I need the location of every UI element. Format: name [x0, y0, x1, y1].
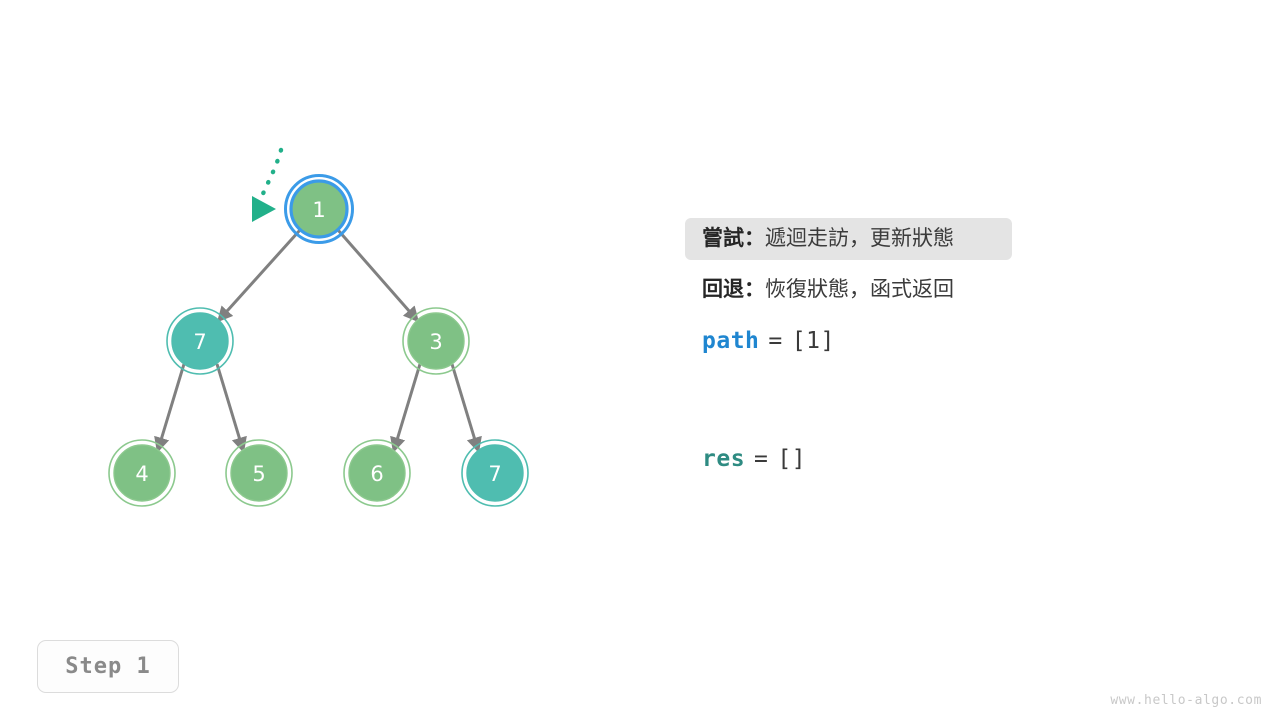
res-value: []	[777, 446, 807, 472]
edge-1-to-3	[336, 229, 420, 323]
tree-nodes: 1 7 3 4	[108, 174, 529, 507]
tree-node-1[interactable]: 1	[284, 174, 354, 244]
tree-node-7-right[interactable]: 7	[461, 439, 529, 507]
edge-1-to-7	[216, 228, 302, 323]
edge-3-to-6	[390, 363, 422, 453]
res-variable: res	[702, 446, 746, 472]
try-line-highlight	[685, 218, 1012, 260]
path-value: [1]	[791, 328, 835, 354]
path-variable: path	[702, 328, 760, 354]
traversal-pointer-icon	[252, 147, 284, 222]
tree-node-6[interactable]: 6	[343, 439, 411, 507]
res-code-line: res = []	[702, 448, 806, 471]
binary-tree-diagram: 1 7 3 4	[108, 147, 529, 507]
tree-node-1-label: 1	[312, 198, 325, 222]
tree-node-3-label: 3	[429, 330, 442, 354]
backtrack-keyword: 回退：	[702, 277, 765, 301]
path-code-line: path = [1]	[702, 330, 835, 353]
step-badge-label: Step 1	[65, 654, 151, 679]
tree-node-7-left-label: 7	[193, 330, 206, 354]
edge-3-to-7	[450, 363, 482, 453]
tree-node-3[interactable]: 3	[402, 307, 470, 375]
tree-edges	[154, 228, 482, 453]
try-keyword: 嘗試：	[702, 226, 765, 250]
edge-7-to-4	[154, 363, 186, 453]
step-badge: Step 1	[37, 640, 179, 693]
tree-node-4-label: 4	[135, 462, 148, 486]
tree-node-5[interactable]: 5	[225, 439, 293, 507]
try-line: 嘗試：遞迴走訪，更新狀態	[702, 228, 954, 249]
tree-node-5-label: 5	[252, 462, 265, 486]
backtrack-line: 回退：恢復狀態，函式返回	[702, 279, 954, 300]
tree-node-4[interactable]: 4	[108, 439, 176, 507]
try-body: 遞迴走訪，更新狀態	[765, 226, 954, 250]
path-operator: =	[768, 328, 783, 354]
tree-node-7-right-label: 7	[488, 462, 501, 486]
watermark: www.hello-algo.com	[1110, 693, 1262, 708]
edge-7-to-5	[215, 363, 247, 453]
res-operator: =	[754, 446, 769, 472]
tree-node-7-left[interactable]: 7	[166, 307, 234, 375]
backtrack-body: 恢復狀態，函式返回	[765, 277, 954, 301]
tree-node-6-label: 6	[370, 462, 383, 486]
